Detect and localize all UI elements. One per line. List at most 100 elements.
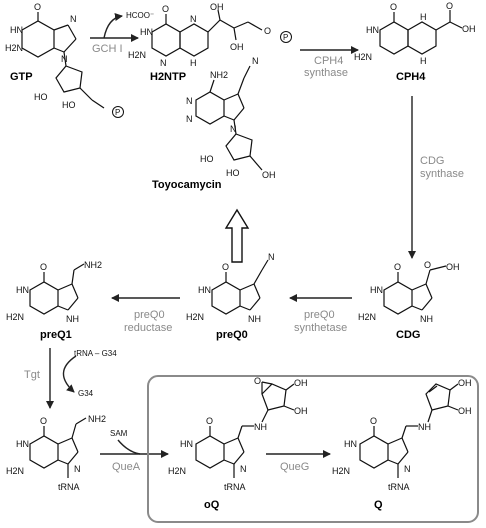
- preq1-trna-h2n: H2N: [6, 466, 24, 476]
- oq-oxygen: O: [206, 416, 213, 426]
- oq-epoxide-o: O: [254, 376, 261, 386]
- h2ntp-hn: HN: [140, 27, 153, 37]
- preq0-nitrile-n: N: [268, 252, 275, 262]
- oq-label: oQ: [204, 499, 220, 511]
- gtp-ho2: HO: [34, 92, 48, 102]
- cph4-synthase-label-1: CPH4: [314, 55, 343, 67]
- formate-label: HCOO⁻: [126, 11, 154, 20]
- preq0-reductase-label-2: reductase: [124, 322, 172, 334]
- phosphate-label-gtp: P: [115, 108, 120, 117]
- toyocamycin-ho1: HO: [200, 154, 214, 164]
- toyocamycin-n9: N: [230, 124, 237, 134]
- quea-label: QueA: [112, 461, 141, 473]
- oq-nh: NH: [254, 422, 267, 432]
- gtp-n7: N: [70, 14, 77, 24]
- toyocamycin-ho2: HO: [226, 168, 240, 178]
- h2ntp-oxygen: O: [162, 4, 169, 14]
- preq1-trna-oxygen: O: [40, 416, 47, 426]
- cph4-acid-o: O: [446, 1, 453, 11]
- preq0-reductase-label-1: preQ0: [134, 309, 165, 321]
- cdg-hn: HN: [370, 285, 383, 295]
- toyocamycin-oh: OH: [262, 170, 276, 180]
- oq-oh2: OH: [294, 406, 308, 416]
- preq1-trna-n: N: [74, 464, 81, 474]
- q-h2n: H2N: [332, 466, 350, 476]
- toyocamycin-structure: N NH2 N N N HO HO OH Toyocamycin: [152, 56, 276, 191]
- oq-oh1: OH: [294, 378, 308, 388]
- queg-step: QueG: [266, 450, 331, 473]
- h2ntp-h2n: H2N: [128, 50, 146, 60]
- toyocamycin-nh2: NH2: [210, 70, 228, 80]
- preq0-structure: N O HN H2N NH preQ0: [186, 252, 275, 341]
- h2ntp-n5: N: [190, 14, 197, 24]
- cdg-label: CDG: [396, 329, 420, 341]
- cph4-h2n: H2N: [354, 52, 372, 62]
- cdg-structure: O OH O HN H2N NH CDG: [358, 260, 460, 341]
- h2ntp-n: N: [160, 58, 167, 68]
- gtp-structure: P O HN H2N N N HO HO GTP: [5, 2, 124, 118]
- gch1-label: GCH I: [92, 43, 123, 55]
- gch1-step: HCOO⁻ GCH I: [90, 11, 154, 55]
- cdg-synthase-label-1: CDG: [420, 155, 444, 167]
- q-hn: HN: [344, 439, 357, 449]
- q-nh: NH: [418, 422, 431, 432]
- tgt-step: tRNA – G34 G34 Tgt: [24, 348, 117, 409]
- q-structure: NH OH OH O HN H2N N tRNA Q: [332, 378, 472, 511]
- oq-q-highlight-box: [147, 375, 479, 523]
- preq1-label: preQ1: [40, 329, 72, 341]
- trna-g34-label: tRNA – G34: [74, 349, 117, 358]
- oq-structure: NH O OH OH O HN H2N N tRNA oQ: [168, 376, 308, 511]
- q-oh2: OH: [458, 406, 472, 416]
- preq0-synthetase-label-1: preQ0: [304, 309, 335, 321]
- preq0-oxygen: O: [222, 262, 229, 272]
- oq-hn: HN: [180, 439, 193, 449]
- tgt-label: Tgt: [24, 369, 40, 381]
- gtp-h2n: H2N: [5, 43, 23, 53]
- cdg-synthase-step: CDG synthase: [408, 96, 464, 259]
- cph4-h2: H: [420, 56, 427, 66]
- cph4-acid-oh: OH: [462, 24, 476, 34]
- oq-n: N: [240, 464, 247, 474]
- cdg-synthase-label-2: synthase: [420, 168, 464, 180]
- cph4-structure: O O OH HN H2N H H CPH4: [354, 1, 476, 83]
- oq-h2n: H2N: [168, 466, 186, 476]
- gtp-hn: HN: [10, 25, 23, 35]
- gtp-ho: HO: [62, 100, 76, 110]
- preq0-synthetase-label-2: synthetase: [294, 322, 347, 334]
- cph4-synthase-step: CPH4 synthase: [300, 46, 359, 79]
- gtp-n9: N: [61, 54, 68, 64]
- q-label: Q: [374, 499, 383, 511]
- h2ntp-oh2: OH: [230, 42, 244, 52]
- preq1-trna-structure: NH2 O HN H2N N tRNA: [6, 414, 106, 492]
- quea-step: SAM QueA: [100, 429, 169, 473]
- cdg-oxygen: O: [394, 262, 401, 272]
- toyocamycin-n1: N: [186, 96, 193, 106]
- cdg-h2n: H2N: [358, 312, 376, 322]
- q-oxygen: O: [370, 416, 377, 426]
- h2ntp-o: O: [264, 26, 271, 36]
- cph4-h: H: [420, 12, 427, 22]
- preq0-hn: HN: [198, 285, 211, 295]
- preq1-nh2: NH2: [84, 260, 102, 270]
- q-n: N: [404, 464, 411, 474]
- preq1-hn: HN: [16, 285, 29, 295]
- g34-label: G34: [78, 389, 94, 398]
- oq-trna-label: tRNA: [224, 482, 246, 492]
- cph4-synthase-label-2: synthase: [304, 67, 348, 79]
- cdg-acid-oh: OH: [446, 262, 460, 272]
- cdg-nh: NH: [420, 314, 433, 324]
- preq0-reductase-step: preQ0 reductase: [111, 294, 180, 334]
- h2ntp-structure: P O HN H2N N H N OH OH O H2NTP: [128, 2, 292, 83]
- cph4-hn: HN: [366, 25, 379, 35]
- preq1-trna-hn: HN: [16, 439, 29, 449]
- gtp-oxygen: O: [34, 2, 41, 12]
- preq0-nh: NH: [248, 314, 261, 324]
- h2ntp-h: H: [190, 58, 197, 68]
- preq1-trna-label: tRNA: [58, 482, 80, 492]
- h2ntp-oh1: OH: [210, 2, 224, 12]
- gtp-label: GTP: [10, 71, 33, 83]
- preq1-nh: NH: [66, 314, 79, 324]
- preq1-trna-nh2: NH2: [88, 414, 106, 424]
- q-oh1: OH: [458, 378, 472, 388]
